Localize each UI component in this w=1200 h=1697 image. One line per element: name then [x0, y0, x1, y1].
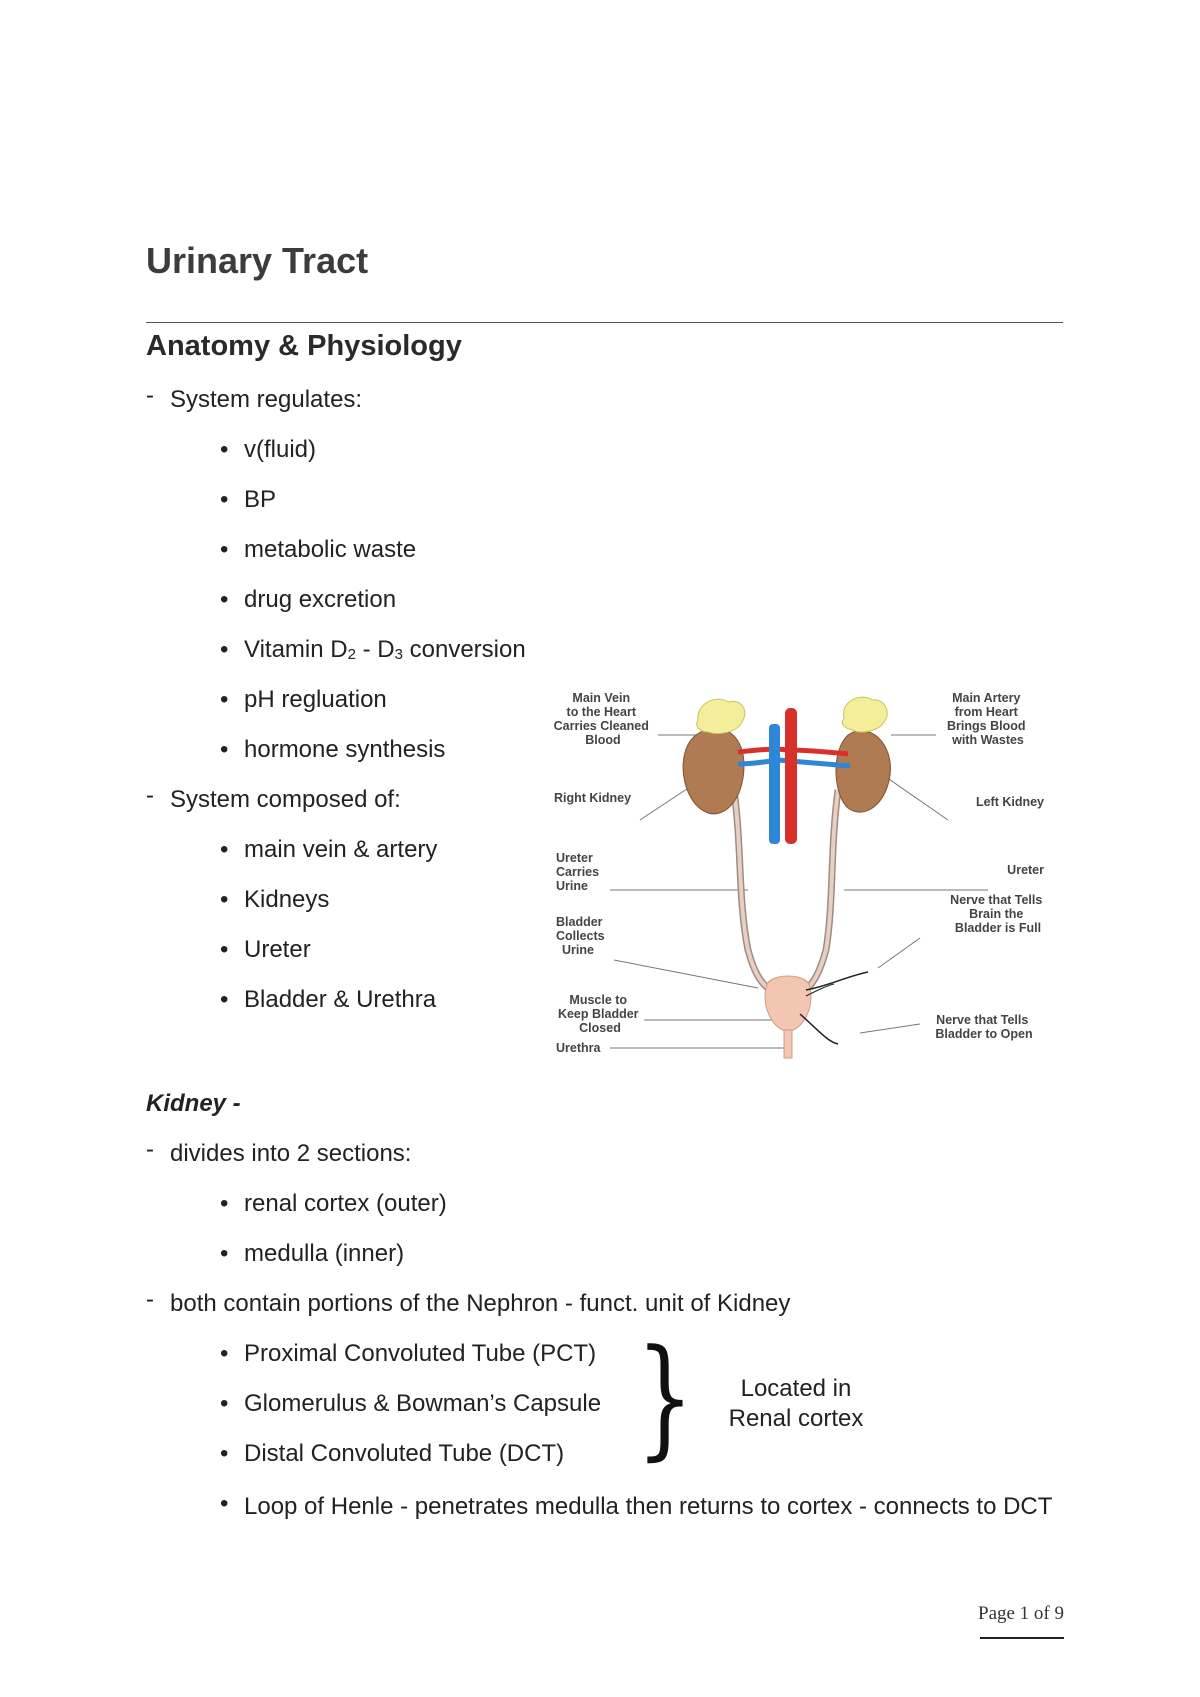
leader-lines — [610, 734, 988, 1049]
vitamin-suffix: conversion — [402, 636, 526, 663]
divides-text: divides into 2 sections: — [170, 1140, 412, 1167]
list-item-text: drug excretion — [244, 586, 397, 613]
label-main-vein: Main Vein to the Heart Carries Cleaned B… — [554, 691, 653, 747]
bullet-marker: • — [220, 536, 229, 563]
page-number: Page 1 of 9 — [978, 1603, 1065, 1624]
bullet-marker: • — [220, 1440, 229, 1467]
bullet-marker: • — [220, 636, 229, 663]
nephron-text: both contain portions of the Nephron - f… — [170, 1290, 791, 1317]
nerve-full — [805, 971, 869, 991]
vitamin-prefix: Vitamin D — [244, 636, 348, 663]
label-ureter-left: Ureter Carries Urine — [556, 851, 603, 893]
list-item-text: pH regluation — [244, 686, 387, 713]
nerve-branch — [805, 983, 835, 997]
left-adrenal-gland — [841, 696, 888, 733]
bullet-marker: • — [220, 1490, 229, 1517]
label-urethra: Urethra — [556, 1041, 602, 1055]
label-left-kidney: Left Kidney — [976, 795, 1044, 809]
dash-marker: - — [146, 382, 154, 409]
list-item-text: main vein & artery — [244, 836, 438, 863]
inferior-vena-cava — [769, 724, 780, 844]
aorta — [785, 708, 797, 844]
list-item-text: hormone synthesis — [244, 736, 446, 763]
right-kidney — [682, 727, 745, 815]
dash-marker: - — [146, 782, 154, 809]
bullet-marker: • — [220, 1190, 229, 1217]
urinary-system-figure: Main Vein to the Heart Carries Cleaned B… — [548, 690, 1048, 1070]
bullet-marker: • — [220, 986, 229, 1013]
bullet-marker: • — [220, 1390, 229, 1417]
label-bladder: Bladder Collects Urine — [556, 915, 608, 957]
list-item-text: medulla (inner) — [244, 1240, 405, 1267]
label-nerve-open: Nerve that Tells Bladder to Open — [935, 1013, 1032, 1041]
vitamin-subscript-1: 2 — [347, 646, 356, 663]
bullet-marker: • — [220, 486, 229, 513]
left-kidney — [835, 730, 891, 813]
right-ureter — [732, 789, 772, 992]
label-right-kidney: Right Kidney — [554, 791, 631, 805]
loop-of-henle-text: Loop of Henle - penetrates medulla then … — [244, 1493, 1053, 1520]
bullet-marker: • — [220, 436, 229, 463]
page-title: Urinary Tract — [146, 240, 369, 281]
right-renal-artery — [737, 746, 789, 755]
list-item-text: BP — [244, 486, 277, 513]
left-ureter — [804, 789, 840, 992]
bullet-marker: • — [220, 936, 229, 963]
list-item-text: renal cortex (outer) — [244, 1190, 447, 1217]
list-item-text: Kidneys — [244, 886, 330, 913]
page-number-underline — [980, 1637, 1064, 1639]
section-subtitle: Anatomy & Physiology — [146, 330, 462, 362]
bullet-marker: • — [220, 836, 229, 863]
located-line-2: Renal cortex — [728, 1405, 864, 1432]
vitamin-subscript-2: 3 — [394, 646, 403, 663]
list-item-text: Glomerulus & Bowman’s Capsule — [244, 1390, 602, 1417]
label-nerve-full: Nerve that Tells Brain the Bladder is Fu… — [950, 893, 1046, 935]
left-renal-vein — [777, 757, 851, 769]
bullet-marker: • — [220, 736, 229, 763]
label-muscle: Muscle to Keep Bladder Closed — [558, 993, 642, 1035]
list-item-text: v(fluid) — [244, 436, 317, 463]
list-item-text: Ureter — [244, 936, 311, 963]
bullet-marker: • — [220, 886, 229, 913]
list-item-text: Bladder & Urethra — [244, 986, 437, 1013]
urinary-system-diagram: Main Vein to the Heart Carries Cleaned B… — [554, 691, 1046, 1059]
list-item-text: metabolic waste — [244, 536, 417, 563]
bullet-marker: • — [220, 1340, 229, 1367]
urethra — [783, 1029, 793, 1059]
dash-marker: - — [146, 1286, 154, 1313]
label-main-artery: Main Artery from Heart Brings Blood with… — [947, 691, 1029, 747]
located-note: Located in Renal cortex — [706, 1374, 886, 1434]
right-adrenal-gland — [696, 698, 746, 735]
bladder — [764, 975, 812, 1033]
grouping-brace: } — [636, 1321, 694, 1473]
bullet-marker: • — [220, 586, 229, 613]
list-item-text: Distal Convoluted Tube (DCT) — [244, 1440, 565, 1467]
title-divider — [146, 322, 1063, 323]
label-ureter-right: Ureter — [1007, 863, 1044, 877]
located-line-1: Located in — [740, 1375, 852, 1402]
list-item-text: Proximal Convoluted Tube (PCT) — [244, 1340, 597, 1367]
kidney-heading: Kidney - — [146, 1090, 241, 1117]
regulates-heading: System regulates: — [170, 386, 363, 413]
nerve-open — [799, 1013, 839, 1045]
vitamin-mid: - D — [355, 636, 395, 663]
dash-marker: - — [146, 1136, 154, 1163]
composed-heading: System composed of: — [170, 786, 401, 813]
bullet-marker: • — [220, 1240, 229, 1267]
bullet-marker: • — [220, 686, 229, 713]
vitamin-item-text: Vitamin D2 - D3 conversion — [244, 636, 526, 664]
